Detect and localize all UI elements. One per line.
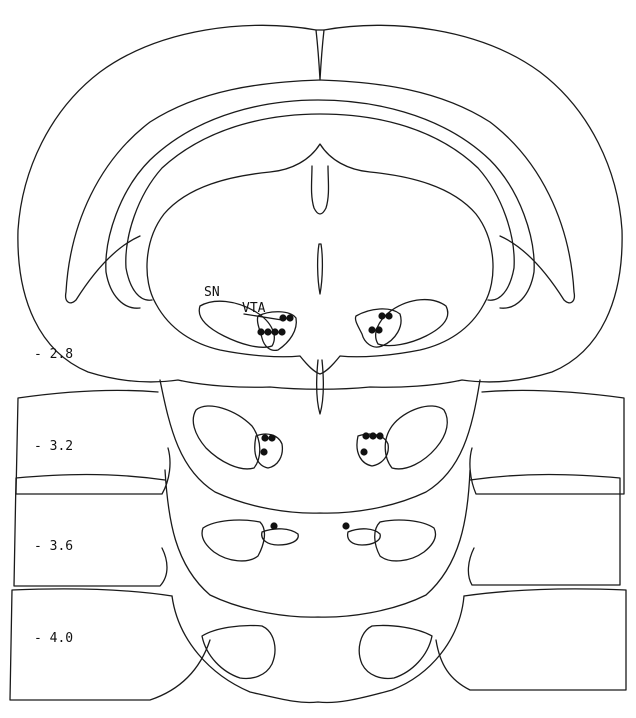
marker (260, 448, 267, 455)
section-4-central-body (172, 596, 464, 703)
marker (375, 326, 382, 333)
section-3-left-lobe (14, 475, 167, 587)
marker (342, 522, 349, 529)
section-3-left-nucleus-inner (262, 529, 299, 545)
marker (286, 314, 293, 321)
midline-fissure (316, 30, 324, 80)
marker (261, 434, 268, 441)
section-2-right-lobe (470, 390, 624, 494)
marker (278, 328, 285, 335)
section-4-left-nucleus (202, 625, 275, 678)
section-3-central-body (165, 470, 470, 617)
marker (271, 328, 278, 335)
section-1-thalamus (147, 144, 493, 374)
marker (360, 448, 367, 455)
region-label-vta: VTA (242, 301, 266, 316)
section-3-right-lobe (468, 475, 620, 586)
section-1-midline-slit (318, 244, 323, 294)
placement-markers (257, 312, 392, 529)
section-1-ventral-slit (317, 360, 324, 414)
section-2-left-nucleus (193, 406, 260, 469)
marker (368, 326, 375, 333)
marker (385, 312, 392, 319)
marker (378, 312, 385, 319)
region-label-sn: SN (204, 285, 220, 300)
section-1-dorsal-notch (312, 166, 329, 214)
marker (264, 328, 271, 335)
marker (257, 328, 264, 335)
marker (279, 314, 286, 321)
section-label-3-2: - 3.2 (34, 439, 73, 454)
section-2-central-body (160, 380, 480, 513)
marker (376, 432, 383, 439)
section-3-right-nucleus-outer (375, 520, 436, 561)
section-label-4-0: - 4.0 (34, 631, 73, 646)
marker (270, 522, 277, 529)
section-label-2-8: - 2.8 (34, 347, 73, 362)
section-label-3-6: - 3.6 (34, 539, 73, 554)
section-4-right-nucleus (359, 625, 432, 678)
section-1-hippocampus-outer (106, 100, 534, 308)
section-1-hippocampus-inner (126, 114, 514, 300)
marker (268, 434, 275, 441)
section-2-right-nucleus (385, 406, 447, 469)
marker (362, 432, 369, 439)
section-4-right-lobe (436, 589, 626, 690)
section-3-left-nucleus-outer (202, 520, 264, 561)
section-1-right-sn (376, 300, 448, 346)
marker (369, 432, 376, 439)
